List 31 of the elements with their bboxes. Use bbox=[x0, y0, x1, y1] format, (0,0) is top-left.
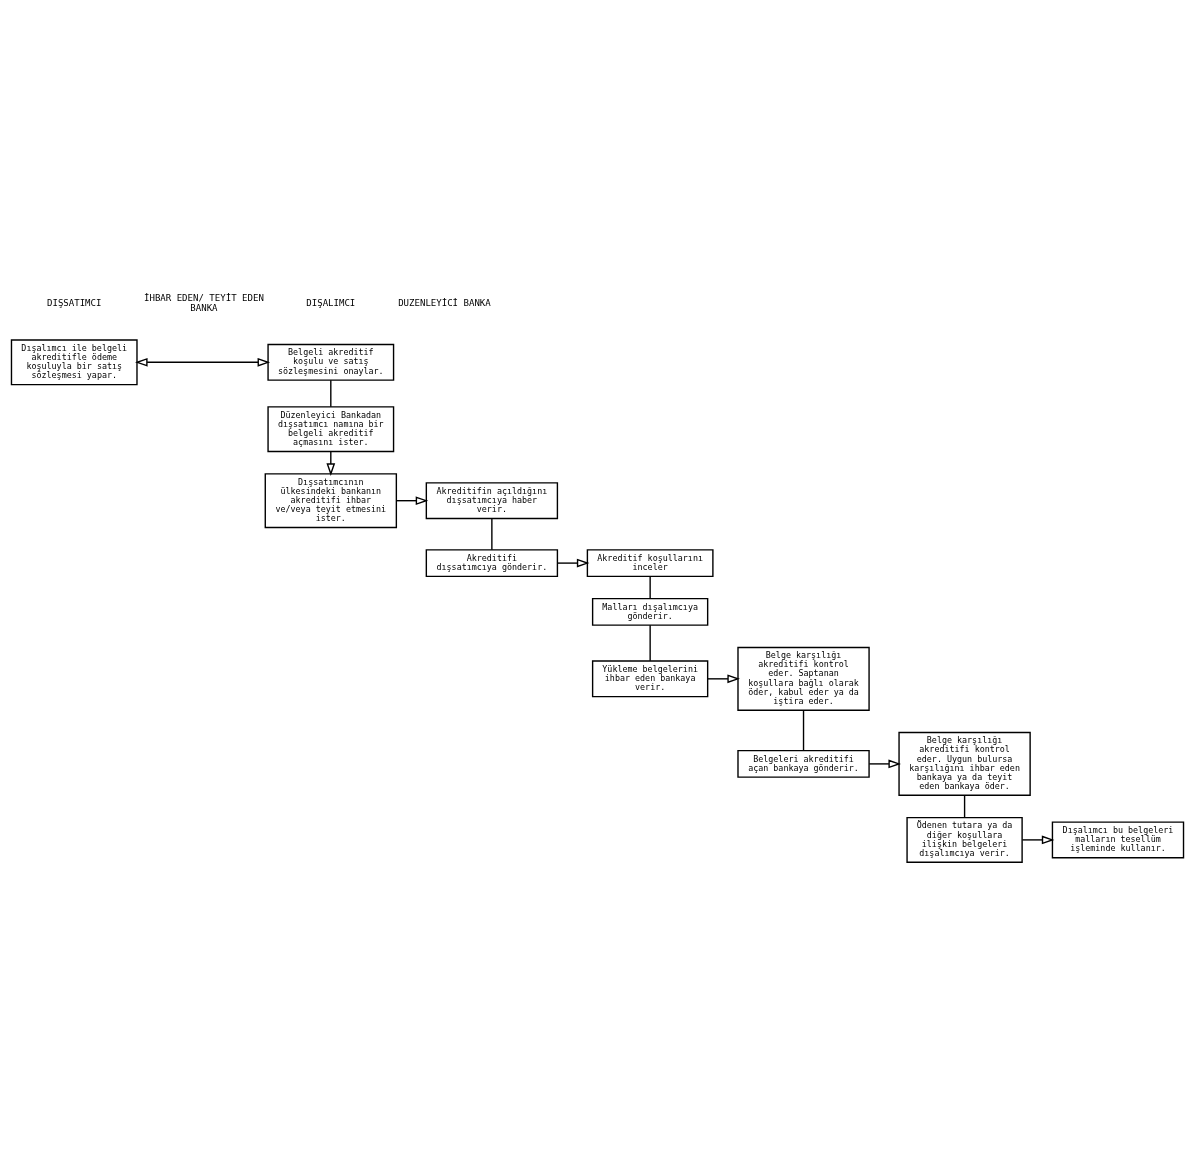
node-box: Dışsatımcının ülkesindeki bankanın akreditifi ihbar ve/veya teyit etmesini ister. bbox=[264, 472, 398, 528]
connector bbox=[802, 709, 805, 751]
label: DUZENLEYİCİ BANKA bbox=[398, 297, 491, 308]
arrow bbox=[135, 357, 271, 367]
node-box: Belge karşılığı akreditifi kontrol eder. Saptanan koşullara bağlı olarak öder, kabul eder ya da iştira eder. bbox=[737, 646, 870, 711]
connector bbox=[491, 517, 493, 550]
node-box: Belgeleri akreditifi açan bankaya gönderir. bbox=[737, 749, 870, 778]
arrow bbox=[395, 495, 429, 505]
node-box: Dışalımcı bu belgeleri malların tesellüm işleminde kullanır. bbox=[1051, 820, 1185, 858]
node-box: Malları dışalımcıya gönderir. bbox=[591, 597, 709, 626]
label: DIŞALIMCI bbox=[306, 297, 356, 308]
connector bbox=[330, 379, 332, 407]
connector bbox=[963, 794, 966, 818]
node-box: Akreditifin açıldığını dışsatımcıya haber verir. bbox=[425, 481, 559, 519]
label: DIŞSATIMCI bbox=[47, 297, 102, 308]
arrow bbox=[326, 450, 336, 476]
node-box: Yükleme belgelerini ihbar eden bankaya verir. bbox=[591, 659, 709, 697]
arrow bbox=[557, 558, 590, 567]
node-box: Akreditifi dışsatımcıya gönderir. bbox=[425, 548, 559, 577]
connector bbox=[649, 575, 651, 599]
connector bbox=[649, 624, 651, 662]
node-box: Dışalımcı ile belgeli akreditifle ödeme koşuluyla bir satış sözleşmesi yapar. bbox=[10, 338, 138, 385]
node-box: Ödenen tutara ya da diğer koşullara ilişkin belgeleri dışalımcıya verir. bbox=[906, 816, 1023, 863]
arrow bbox=[1021, 835, 1055, 844]
node-box: Belgeli akreditif koşulu ve satış sözleşmesini onaylar. bbox=[267, 343, 395, 381]
node-box: Akreditif koşullarını inceler bbox=[586, 548, 714, 577]
node-box: Düzenleyici Bankadan dışsatımcı namına bir belgeli akreditif açmasını ister. bbox=[267, 405, 395, 452]
node-box: Belge karşılığı akreditifi kontrol eder. Uygun bulursa karşılığını ihbar eden bankaya ya da teyit eden bankaya öder. bbox=[898, 731, 1031, 796]
arrow bbox=[707, 673, 740, 683]
arrow bbox=[868, 759, 901, 768]
label: İHBAR EDEN/ TEYİT EDEN BANKA bbox=[144, 292, 264, 313]
